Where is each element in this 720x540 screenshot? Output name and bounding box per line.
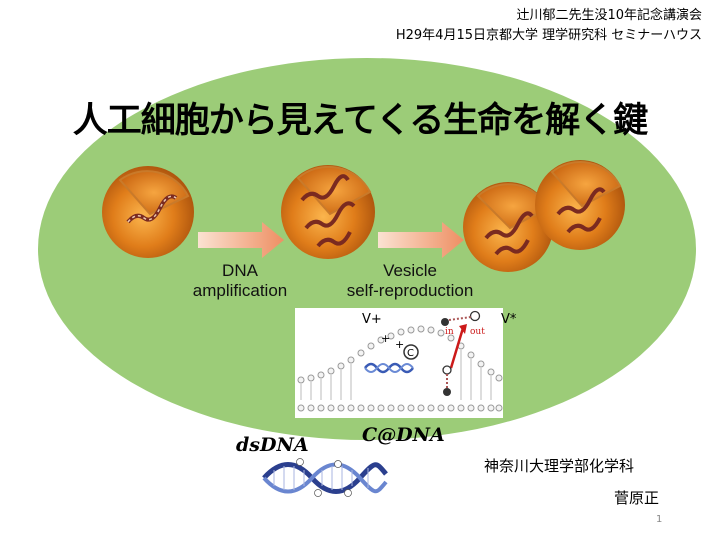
amphiphile-head-2 [469,310,481,322]
label-in: in [445,327,454,337]
vesicle-4 [535,160,625,250]
lipid-upper-leaflet [297,325,503,384]
red-transport-arrow [449,327,465,369]
caption-vesicle-line1: Vesicle [383,261,437,280]
plus-sign-1: + [381,332,390,345]
slide-title: 人工細胞から見えてくる生命を解く鍵 [72,101,649,141]
plus-sign-2: + [395,338,404,351]
label-v-plus: V+ [362,312,382,327]
c-molecule-label: C [407,348,414,359]
affiliation: 神奈川大理学部化学科 [484,457,635,475]
c-molecule-icon [403,344,419,360]
caption-vesicle-reproduction: Vesicle self-reproduction [310,261,510,301]
membrane-inset: C + + in out [295,308,503,418]
author-name: 菅原正 [614,489,660,507]
caption-dna-line1: DNA [222,261,258,280]
caption-dna-amplification: DNA amplification [160,261,320,301]
caption-dna-line2: amplification [192,281,288,300]
caption-vesicle-line2: self-reproduction [346,281,474,300]
vesicle-2 [281,165,375,259]
label-c-dna: C@DNA [362,424,445,446]
label-v-star: V* [501,312,517,327]
lipid-lower-leaflet [297,404,503,412]
page-number: 1 [656,514,663,525]
event-line1: 辻川郁二先生没10年記念講演会 [516,8,702,23]
event-line2: H29年4月15日京都大学 理学研究科 セミナーハウス [395,28,702,43]
arrow-vesicle-reproduction [378,222,464,258]
arrow-dna-amplification [198,222,284,258]
dsdna-helix [262,458,388,497]
vesicle-1 [102,166,194,258]
label-out: out [470,327,485,337]
label-ds-dna: dsDNA [236,434,309,456]
amphiphile-head-4 [443,388,451,396]
vesicle-3 [463,182,553,272]
membrane-diagram: C + + in out [297,310,503,412]
amphiphile-head-1 [441,318,449,326]
amphiphile-head-3 [442,365,452,375]
